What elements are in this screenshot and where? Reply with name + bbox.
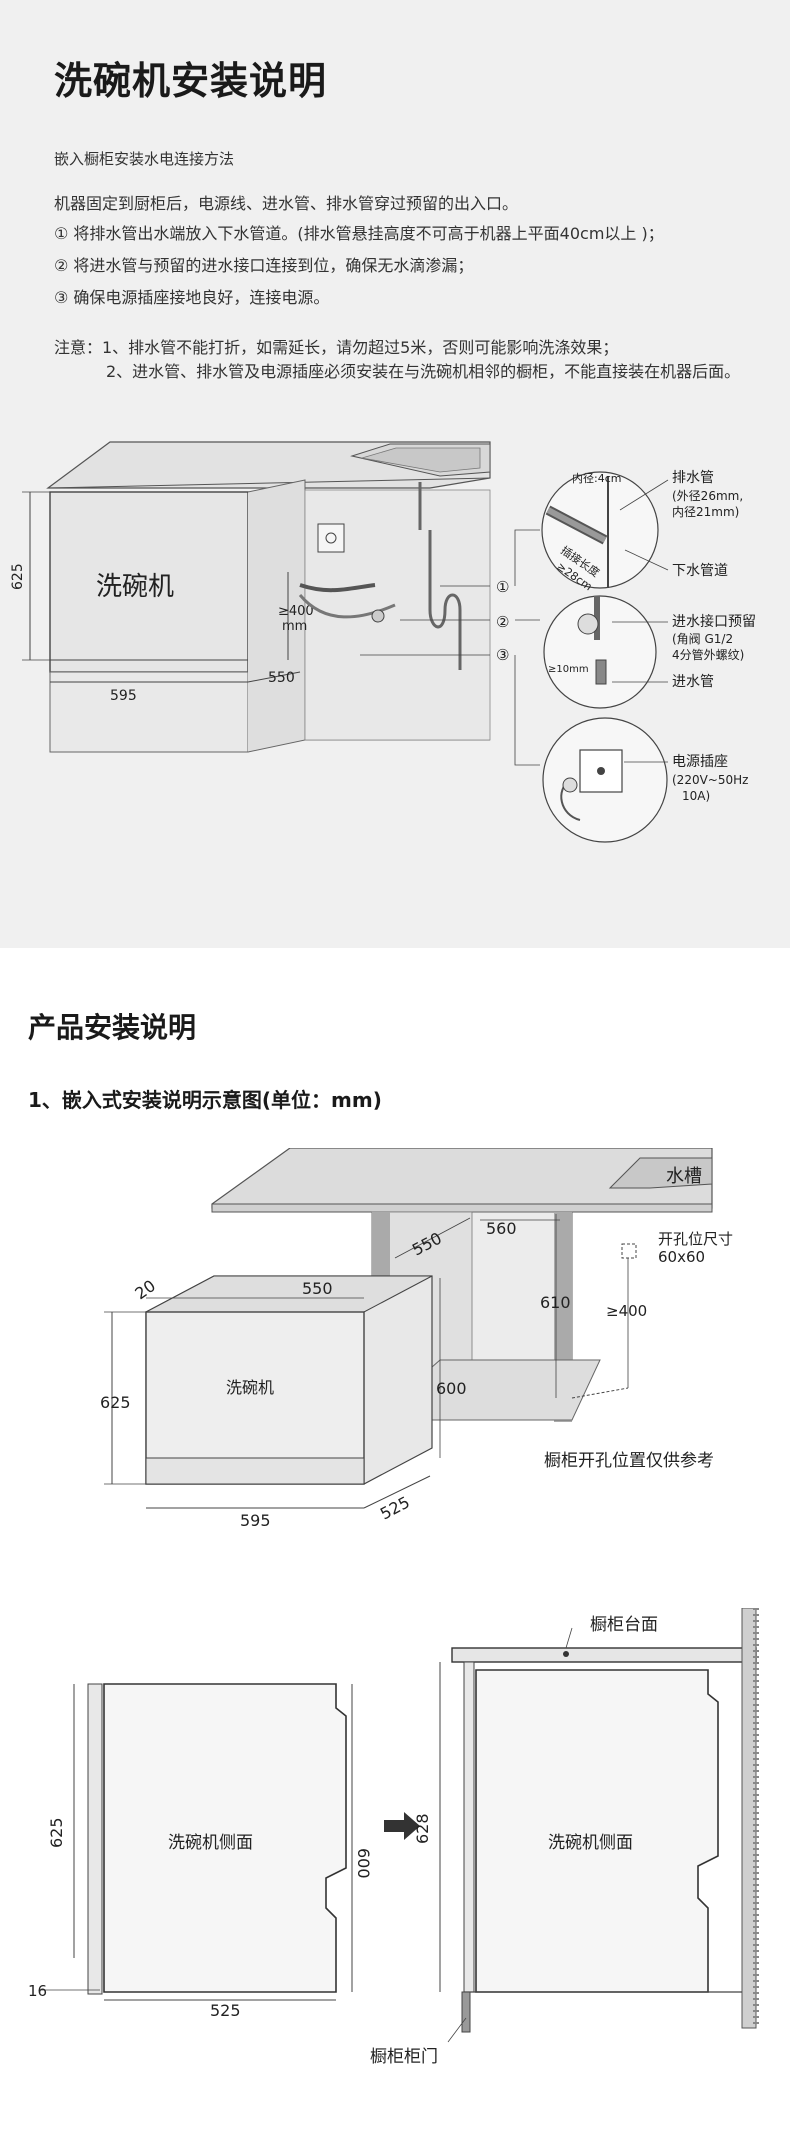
dim-610: 610 (540, 1293, 571, 1312)
dishwasher-box (145, 1311, 365, 1485)
instruction-line-intro: 机器固定到厨柜后，电源线、进水管、排水管穿过预留的出入口。 (54, 194, 519, 213)
dim-600-side: 600 (354, 1848, 373, 1879)
connection-diagram: 洗碗机 625 595 550 ≥400 mm ① ② ③ (10, 441, 756, 843)
machine-label: 洗碗机 (96, 572, 174, 602)
section-subtitle: 1、嵌入式安装说明示意图(单位：mm) (28, 1088, 382, 1112)
page-title: 洗碗机安装说明 (54, 59, 328, 103)
left-side-body (103, 1683, 347, 1993)
dim-600: 600 (436, 1379, 467, 1398)
dim-20: 20 (131, 1276, 159, 1303)
installation-section: 洗碗机安装说明 嵌入橱柜安装水电连接方法 机器固定到厨柜后，电源线、进水管、排水… (0, 0, 790, 948)
instruction-line-1: ① 将排水管出水端放入下水管道。(排水管悬挂高度不可高于机器上平面40cm以上 … (54, 224, 664, 243)
left-side-label: 洗碗机侧面 (168, 1833, 253, 1853)
inlet-gap: ≥10mm (548, 664, 589, 675)
socket-spec-1: (220V~50Hz (672, 773, 748, 787)
dim-625: 625 (100, 1393, 131, 1412)
instruction-line-3: ③ 确保电源插座接地良好，连接电源。 (54, 288, 330, 307)
countertop-label: 橱柜台面 (590, 1615, 658, 1635)
drain-inner-diameter: 内径:4cm (572, 471, 621, 485)
note-line-2: 2、进水管、排水管及电源插座必须安装在与洗碗机相邻的橱柜，不能直接装在机器后面。 (106, 362, 741, 381)
product-install-section: 产品安装说明 1、嵌入式安装说明示意图(单位：mm) 水槽 560 550 61… (0, 948, 790, 2146)
gap-label: ≥400 (278, 604, 314, 619)
dim-628: 628 (413, 1813, 432, 1844)
section-subtitle: 嵌入橱柜安装水电连接方法 (54, 150, 235, 168)
inlet-spec-1: (角阀 G1/2 (672, 632, 733, 646)
cabinet-door-label: 橱柜柜门 (370, 2047, 438, 2067)
hole-size: 60x60 (658, 1248, 705, 1266)
inlet-title: 进水接口预留 (672, 613, 756, 630)
marker-3: ③ (496, 646, 509, 664)
right-side-body (475, 1669, 719, 1993)
marker-2: ② (496, 613, 509, 631)
dim-625-side: 625 (47, 1817, 66, 1848)
dim-hole-height: ≥400 (606, 1302, 647, 1320)
dim-width: 595 (110, 688, 137, 704)
dim-595: 595 (240, 1511, 271, 1530)
drain-pipe-spec-1: (外径26mm, (672, 489, 743, 503)
drain-pipe-title: 排水管 (672, 470, 714, 486)
hole-title: 开孔位尺寸 (658, 1230, 733, 1248)
arrow-icon (384, 1812, 420, 1840)
builtin-install-diagram: 水槽 560 550 610 开孔位尺寸 60x60 ≥400 洗碗机 550 … (100, 1148, 733, 1530)
inlet-pipe-label: 进水管 (672, 674, 714, 690)
marker-1: ① (496, 578, 509, 596)
dim-525: 525 (377, 1492, 413, 1523)
inlet-spec-2: 4分管外螺纹) (672, 647, 744, 662)
hole-reference-note: 橱柜开孔位置仅供参考 (544, 1451, 714, 1471)
dim-depth: 550 (268, 670, 295, 686)
instruction-line-2: ② 将进水管与预留的进水接口连接到位，确保无水滴渗漏； (54, 256, 474, 275)
section-title: 产品安装说明 (28, 1011, 197, 1044)
socket-title: 电源插座 (672, 754, 728, 770)
socket-spec-2: 10A) (682, 789, 710, 803)
sewer-pipe-label: 下水管道 (672, 563, 728, 579)
side-view-diagram: 洗碗机侧面 625 600 16 525 洗碗机侧面 628 橱柜台面 橱柜柜门 (28, 1608, 759, 2067)
dim-525-side: 525 (210, 2001, 241, 2020)
machine-label: 洗碗机 (226, 1378, 274, 1397)
dim-16: 16 (28, 1982, 47, 2000)
drain-pipe-spec-2: 内径21mm) (672, 505, 739, 519)
note-line-1: 注意：1、排水管不能打折，如需延长，请勿超过5米，否则可能影响洗涤效果； (54, 338, 619, 357)
dim-560: 560 (486, 1219, 517, 1238)
dim-550-width: 550 (302, 1279, 333, 1298)
gap-unit: mm (282, 619, 307, 634)
sink-label: 水槽 (666, 1166, 702, 1187)
dim-height: 625 (10, 563, 26, 590)
right-side-label: 洗碗机侧面 (548, 1833, 633, 1853)
